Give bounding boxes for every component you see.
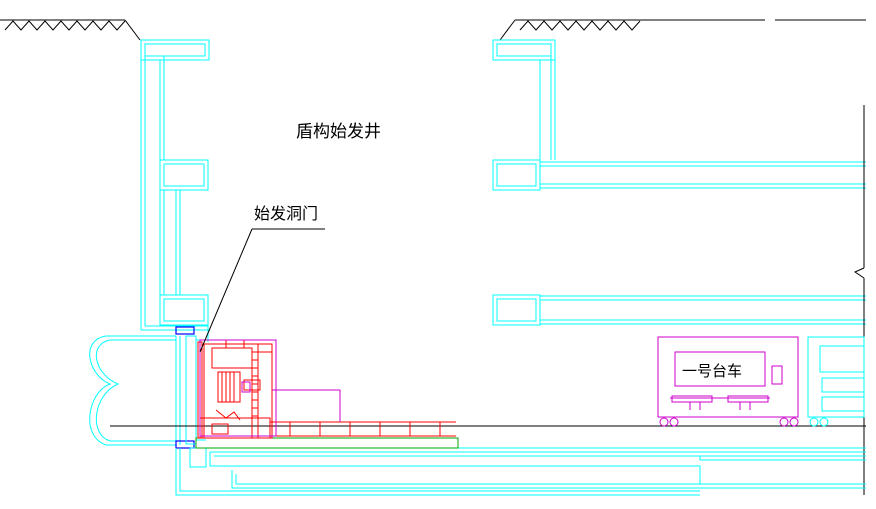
launch-frame-outline bbox=[199, 339, 341, 437]
floor-slab bbox=[175, 447, 866, 496]
tunnel-left bbox=[89, 335, 181, 446]
portal-label: 始发洞门 bbox=[254, 204, 318, 223]
shield-machine bbox=[197, 339, 456, 439]
trailer-2 bbox=[807, 336, 865, 427]
right-shaft-wall bbox=[492, 39, 866, 326]
portal-seal bbox=[175, 326, 195, 449]
ground-surface-right bbox=[499, 19, 866, 41]
portal-leader bbox=[199, 228, 325, 353]
ground-surface-left bbox=[0, 19, 141, 41]
trailer-label: 一号台车 bbox=[682, 362, 742, 380]
shaft-label: 盾构始发井 bbox=[296, 122, 381, 142]
base-plate bbox=[195, 437, 459, 449]
trailer-1 bbox=[657, 336, 799, 427]
left-shaft-wall bbox=[140, 39, 210, 342]
portal-frame bbox=[185, 335, 206, 445]
